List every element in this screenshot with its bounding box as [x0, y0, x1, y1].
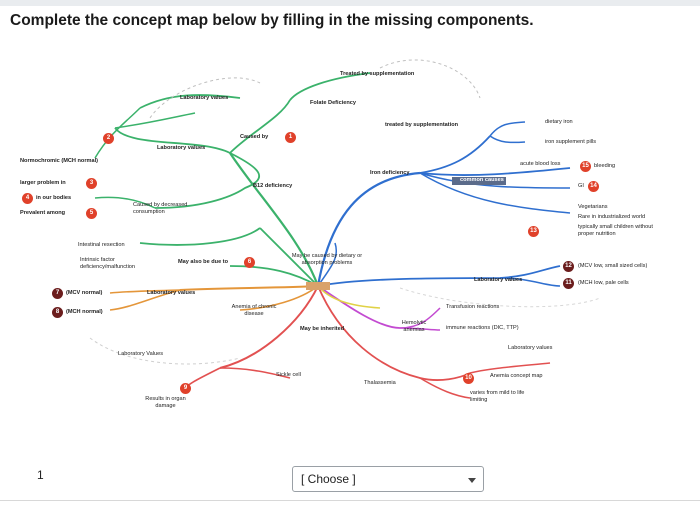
line-may-also	[229, 265, 319, 287]
badge-13: 13	[528, 226, 539, 237]
label-laboratory-values-top: Laboratory values	[180, 95, 229, 101]
label-folate-deficiency: Folate Deficiency	[310, 100, 357, 106]
label-mch-normal: (MCH normal)	[66, 309, 103, 315]
label-laboratory-values-bl: Laboratory Values	[118, 351, 163, 357]
line-green-low	[259, 227, 319, 287]
concept-map-lines	[89, 59, 601, 399]
label-b12-deficiency: B12 deficiency	[253, 183, 293, 189]
label-dietary-iron: dietary iron	[545, 119, 573, 125]
label-caused-by: Caused by	[240, 134, 269, 140]
label-common-causes: common causes	[460, 177, 504, 183]
label-prevalent-among: Prevalent among	[20, 210, 66, 216]
label-normochromic: Normochromic (MCH normal)	[20, 158, 99, 164]
label-treated-by-supplementation-2: treated by supplementation	[385, 122, 459, 128]
label-may-also-be-due-to: May also be due to	[178, 259, 229, 265]
badge-7: 7	[52, 288, 63, 299]
divider	[0, 500, 700, 501]
common-causes-box	[452, 177, 506, 185]
instruction-title: Complete the concept map below by fillin…	[10, 12, 534, 29]
label-anemia-chronic-disease: Anemia of chronic disease	[231, 304, 277, 317]
label-mch-low: (MCH low, pale cells	[578, 280, 629, 286]
label-laboratory-values-br: Laboratory values	[508, 345, 553, 351]
label-treated-by-supplementation: Treated by supplementation	[340, 71, 415, 77]
badge-14: 14	[588, 181, 599, 192]
badge-2: 2	[103, 133, 114, 144]
label-thalassemia: Thalassemia	[364, 380, 396, 386]
label-vegetarians: Vegetarians	[578, 204, 608, 210]
label-gi: GI	[578, 183, 584, 189]
chevron-down-icon[interactable]	[468, 478, 476, 483]
label-bleeding: bleeding	[594, 163, 616, 169]
line-green-trunk	[229, 152, 320, 287]
badge-12: 12	[563, 261, 574, 272]
label-laboratory-values-right: Laboratory values	[474, 277, 523, 283]
label-hemolytic-anemias: Hemolytic anemias	[401, 320, 427, 333]
label-intestinal-resection: Intestinal resection	[78, 242, 125, 248]
badge-6: 6	[244, 257, 255, 268]
label-larger-problem: larger problem in	[20, 180, 66, 186]
badge-15: 15	[580, 161, 591, 172]
label-varies-mild: varies from mild to life limiting	[470, 390, 525, 403]
answer-dropdown[interactable]: [ Choose ]	[292, 466, 484, 492]
label-in-our-bodies: in our bodies	[36, 195, 72, 201]
badge-1: 1	[285, 132, 296, 143]
badge-3: 3	[86, 178, 97, 189]
center-node	[306, 282, 330, 290]
line-blue-trunk	[316, 171, 421, 287]
label-iron-deficiency: Iron deficiency	[370, 170, 410, 176]
line-lab-top	[139, 94, 241, 109]
badge-4: 4	[22, 193, 33, 204]
question-number: 1	[37, 468, 44, 482]
label-sickle-cell: Sickle cell	[276, 372, 301, 378]
top-bar	[0, 0, 700, 6]
label-intrinsic-factor: Intrinsic factor deficiency/malfunction	[80, 257, 136, 270]
label-anemia-concept-map: Anemia concept map	[490, 373, 543, 379]
label-transfusion-reactions: Transfusion reactions	[446, 304, 500, 310]
label-may-be-caused-by-dietary: May be caused by dietary or absorption p…	[291, 253, 363, 266]
badge-5: 5	[86, 208, 97, 219]
line-folate	[229, 99, 291, 154]
label-small-children: typically small children without proper …	[578, 224, 653, 237]
badge-8: 8	[52, 307, 63, 318]
line-b12	[154, 152, 260, 209]
label-rare-industrialized: Rare in industrialized world	[578, 214, 646, 220]
label-mcv-normal: (MCV normal)	[66, 290, 103, 296]
label-decreased-consumption: Caused by decreased consumption	[133, 202, 188, 215]
badge-10: 10	[463, 373, 474, 384]
dropdown-selected-value: [ Choose ]	[301, 472, 356, 486]
badge-9: 9	[180, 383, 191, 394]
label-may-be-inherited: May be inherited	[300, 326, 345, 332]
badge-11: 11	[563, 278, 574, 289]
line-intestinal	[139, 227, 261, 246]
label-results-in-organ-damage: Results in organ damage	[145, 396, 186, 409]
label-laboratory-values-left: Laboratory values	[147, 290, 196, 296]
label-iron-supplement-pills: iron supplement pills	[545, 139, 596, 145]
label-mcv-low: (MCV low, small sized cells)	[578, 263, 648, 269]
concept-map-image: Treated by supplementation Folate Defici…	[0, 38, 700, 453]
line-treated	[289, 72, 371, 101]
line-caused-by	[114, 112, 196, 129]
line-normochromic	[114, 127, 231, 154]
label-laboratory-values-2: Laboratory values	[157, 145, 206, 151]
label-immune-reactions: immune reactions (DIC, TTP)	[446, 325, 519, 331]
label-acute-blood-loss: acute blood loss	[520, 161, 561, 167]
